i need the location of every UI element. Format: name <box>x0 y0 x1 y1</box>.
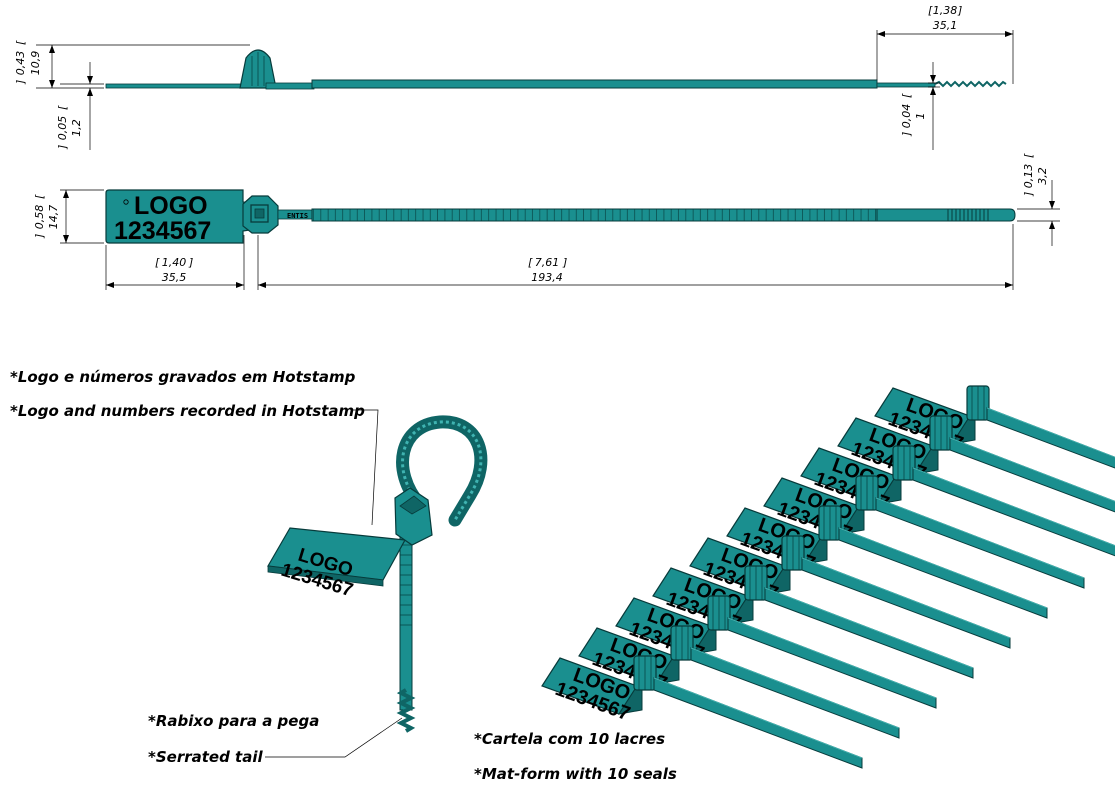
svg-text:]: ] <box>188 256 193 269</box>
note-tail-en: *Serrated tail <box>148 748 263 766</box>
dim-strap-length-inch: 7,61 <box>535 256 560 269</box>
note-matform-en: *Mat-form with 10 seals <box>474 765 677 783</box>
svg-text:]: ] <box>14 80 27 85</box>
svg-text:[: [ <box>928 4 933 17</box>
svg-text:[: [ <box>528 256 533 269</box>
leader-tail <box>265 717 403 758</box>
dim-strap-thickness-inch: 0,05 <box>56 116 69 141</box>
note-hotstamp-en: *Logo and numbers recorded in Hotstamp <box>10 402 365 420</box>
dim-strap-width-inch: 0,13 <box>1022 164 1035 189</box>
dim-tail-length-inch: 1,38 <box>933 4 958 17</box>
plan-strap <box>311 208 878 222</box>
dim-strap-thickness-mm: 1,2 <box>70 119 83 137</box>
svg-text:[: [ <box>33 194 46 199</box>
serrated-tail <box>396 688 416 733</box>
svg-text:0,43: 0,43 <box>14 51 27 76</box>
serration <box>934 80 1007 88</box>
tag-logo: LOGO <box>134 192 208 220</box>
side-strap <box>311 79 878 89</box>
leader-hotstamp <box>352 409 379 526</box>
svg-text:]: ] <box>957 4 962 17</box>
plan-view: LOGO 1234567 ENTIS 0,58 14,7 [ ] 0,13 3 <box>33 153 1060 290</box>
dim-tag-length-inch: 1,40 <box>162 256 187 269</box>
looped-head <box>394 487 433 546</box>
svg-text:[: [ <box>900 93 913 98</box>
note-tail-pt: *Rabixo para a pega <box>148 712 319 730</box>
side-tail <box>876 82 936 88</box>
note-hotstamp-pt: *Logo e números gravados em Hotstamp <box>10 368 356 386</box>
svg-text:]: ] <box>56 145 69 150</box>
svg-text:[: [ <box>56 105 69 110</box>
dim-head-height-mm: 10,9 <box>29 51 42 76</box>
dim-tail-length-mm: 35,1 <box>933 19 958 32</box>
plan-tail <box>876 208 1016 222</box>
dim-head-height-inch: 0,43 <box>14 51 27 76</box>
svg-text:[: [ <box>1022 153 1035 158</box>
note-matform-pt: *Cartela com 10 lacres <box>474 730 665 748</box>
side-tag-strip <box>105 83 257 89</box>
dim-tag-height-mm: 14,7 <box>47 205 60 230</box>
dim-strap-length-mm: 193,4 <box>531 271 563 284</box>
svg-text:[: [ <box>14 40 27 45</box>
svg-text:[: [ <box>155 256 160 269</box>
svg-text:]: ] <box>1022 192 1035 197</box>
dim-tail-thickness-mm: 1 <box>914 113 927 120</box>
dim-tag-height-inch: 0,58 <box>33 205 46 230</box>
tag-number: 1234567 <box>114 217 211 245</box>
tag-hole <box>123 199 129 205</box>
looped-seal-3d: LOGO 1234567 <box>267 415 488 733</box>
dim-tag-length-mm: 35,5 <box>162 271 187 284</box>
dim-strap-width-mm: 3,2 <box>1036 167 1049 185</box>
dim-tail-thickness-inch: 0,04 <box>900 104 913 129</box>
side-view: 0,43 10,9 [ ] 0,05 1,2 [ ] 1,38 [ ] 35,1… <box>14 4 1014 150</box>
svg-text:]: ] <box>562 256 567 269</box>
svg-text:]: ] <box>900 132 913 137</box>
tag-small-logo: ENTIS <box>287 212 308 220</box>
svg-text:]: ] <box>33 234 46 239</box>
